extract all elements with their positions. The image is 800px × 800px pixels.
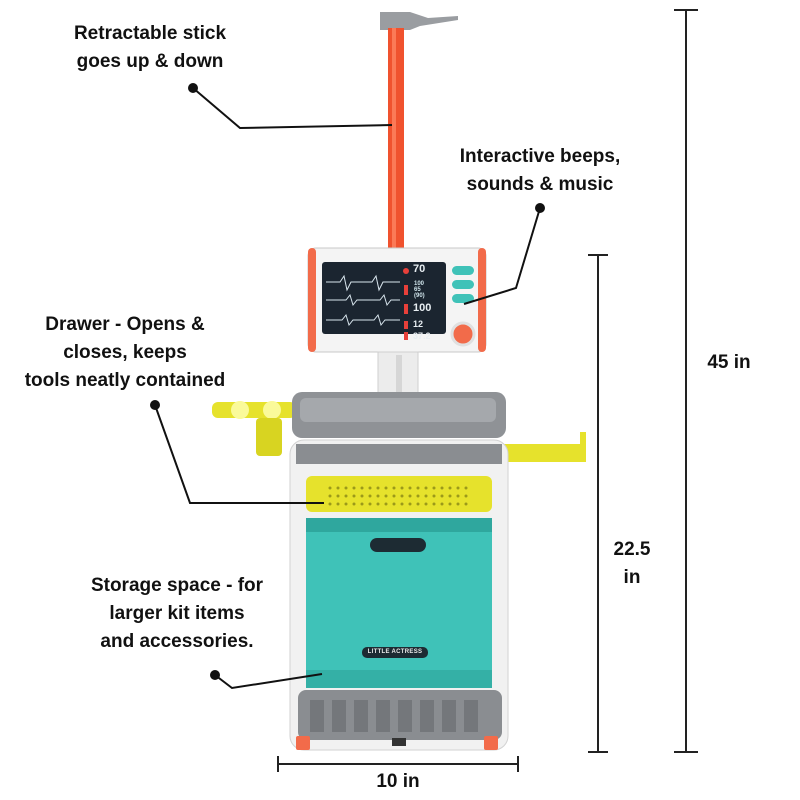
storage-annotation-line3: and accessories. [100, 631, 254, 652]
width-label: 10 in [376, 771, 420, 792]
drawer [306, 476, 492, 512]
cart-height-value: 22.5 [613, 539, 651, 560]
storage-annotation: Storage space - for larger kit items and… [62, 572, 292, 656]
sounds-annotation-line2: sounds & music [466, 174, 614, 195]
storage-compartment [306, 518, 492, 688]
heart-rate-readout: 70 [413, 263, 426, 275]
left-cup-holder [212, 401, 296, 456]
stick-annotation: Retractable stick goes up & down [40, 20, 260, 76]
spo2-readout: 100 [413, 302, 432, 314]
temp-readout: 37.2 [413, 331, 431, 341]
dimension-lines [277, 9, 698, 772]
sounds-annotation: Interactive beeps, sounds & music [430, 143, 650, 199]
right-side-tray [502, 432, 586, 462]
cart-height-unit: in [623, 567, 641, 588]
resp-readout: 12 [413, 319, 424, 329]
monitor-dial [450, 321, 476, 347]
total-height-label: 45 in [707, 352, 751, 373]
retractable-stick [380, 12, 458, 250]
callout-dots [150, 83, 545, 680]
vital-signs-monitor [307, 247, 487, 353]
drawer-annotation-line2: closes, keeps [63, 342, 187, 363]
brand-plate: LITTLE ACTRESS [362, 647, 428, 658]
drawer-annotation-line1: Drawer - Opens & [45, 314, 205, 335]
monitor-screen [322, 262, 446, 334]
stick-annotation-line2: goes up & down [76, 51, 224, 72]
drawer-annotation: Drawer - Opens & closes, keeps tools nea… [0, 311, 250, 395]
drawer-annotation-line3: tools neatly contained [24, 370, 226, 391]
cart-base [296, 690, 502, 750]
storage-annotation-line2: larger kit items [109, 603, 245, 624]
monitor-button-2 [452, 280, 474, 289]
storage-annotation-line1: Storage space - for [90, 575, 264, 596]
monitor-button-3 [452, 294, 474, 303]
stick-annotation-line1: Retractable stick [73, 23, 227, 44]
sounds-annotation-line1: Interactive beeps, [459, 146, 621, 167]
cart-height-label: 22.5 in [600, 536, 664, 592]
monitor-button-1 [452, 266, 474, 275]
callout-leaders [154, 87, 541, 690]
